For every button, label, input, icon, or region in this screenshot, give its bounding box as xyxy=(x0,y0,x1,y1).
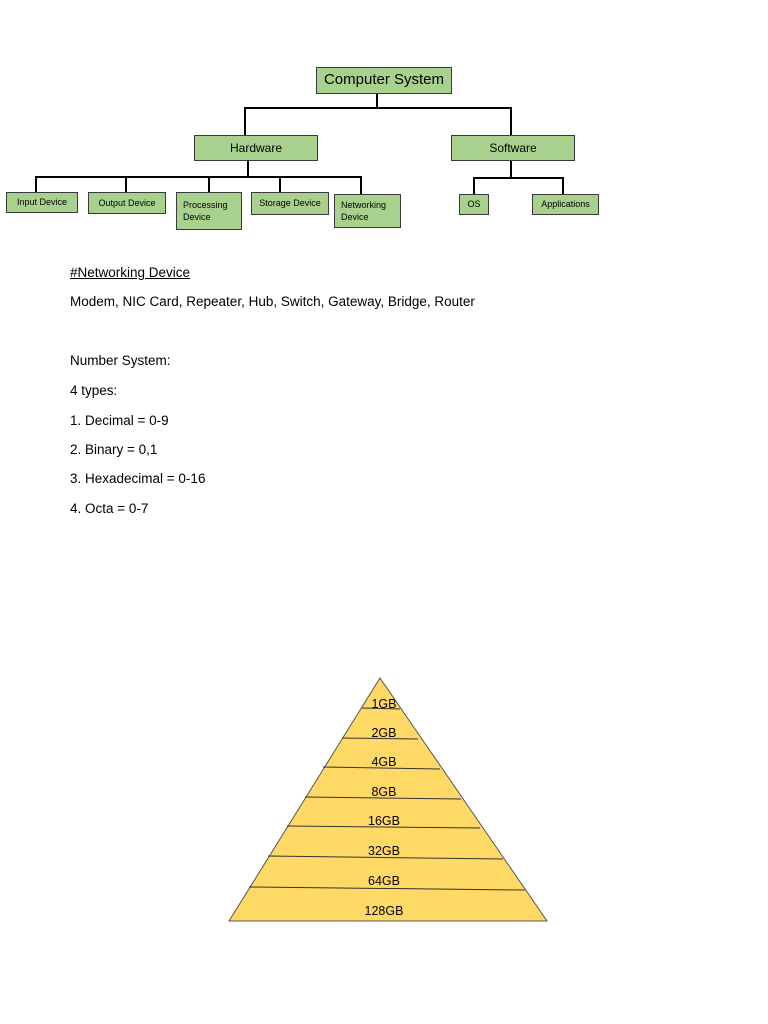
networking-devices-list: Modem, NIC Card, Repeater, Hub, Switch, … xyxy=(70,294,475,309)
tree-node-networking-device: Networking Device xyxy=(334,194,401,228)
number-system-item-octa: 4. Octa = 0-7 xyxy=(70,501,149,516)
pyramid-level-4gb: 4GB xyxy=(371,755,396,769)
networking-heading: #Networking Device xyxy=(70,265,191,280)
number-system-item-decimal: 1. Decimal = 0-9 xyxy=(70,413,169,428)
tree-node-software: Software xyxy=(451,135,575,161)
tree-node-storage-device: Storage Device xyxy=(251,192,329,215)
number-system-item-hexadecimal: 3. Hexadecimal = 0-16 xyxy=(70,471,206,486)
pyramid-level-128gb: 128GB xyxy=(365,904,404,918)
tree-node-root: Computer System xyxy=(316,67,452,94)
pyramid-level-16gb: 16GB xyxy=(368,814,400,828)
pyramid-level-1gb: 1GB xyxy=(371,697,396,711)
pyramid-dividers xyxy=(248,707,526,891)
pyramid-level-8gb: 8GB xyxy=(371,785,396,799)
tree-node-input-device: Input Device xyxy=(6,192,78,213)
tree-node-processing-device: Processing Device xyxy=(176,192,242,230)
tree-connectors xyxy=(35,93,564,194)
pyramid-level-2gb: 2GB xyxy=(371,726,396,740)
number-system-title: Number System: xyxy=(70,353,171,368)
number-system-types-label: 4 types: xyxy=(70,383,118,398)
tree-node-applications: Applications xyxy=(532,194,599,215)
pyramid-shape xyxy=(228,677,548,922)
number-system-item-binary: 2. Binary = 0,1 xyxy=(70,442,158,457)
tree-node-output-device: Output Device xyxy=(88,192,166,214)
pyramid-level-64gb: 64GB xyxy=(368,874,400,888)
tree-node-hardware: Hardware xyxy=(194,135,318,161)
tree-node-os: OS xyxy=(459,194,489,215)
pyramid-level-32gb: 32GB xyxy=(368,844,400,858)
